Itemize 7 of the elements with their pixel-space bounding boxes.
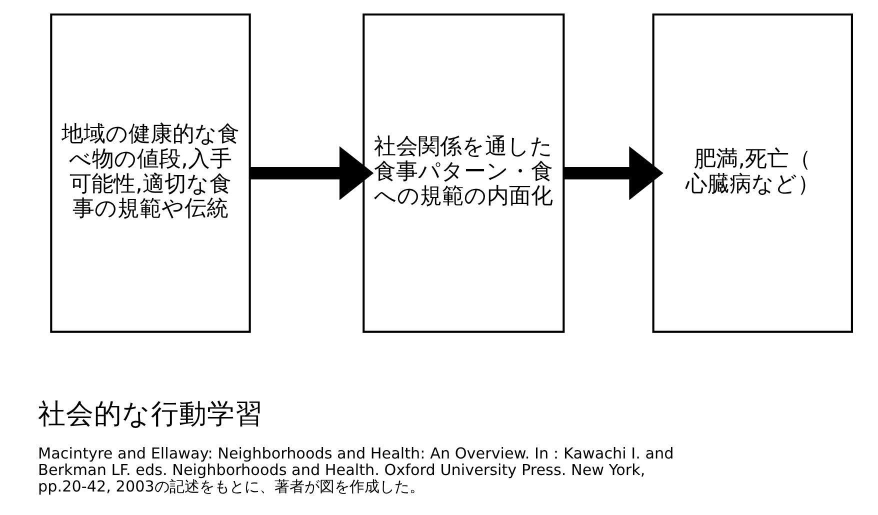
label: 社会的な行動学習 <box>37 396 262 430</box>
arrow <box>563 146 663 200</box>
arrow <box>250 146 374 200</box>
node-box: 地域の健康的な食べ物の値段,入手可能性,適切な食事の規範や伝統 <box>50 12 250 332</box>
caption: Macintyre and Ellaway: Neighborhoods and Health: An Overview. In：Kawachi I. and Berkman LF. eds. Neighborhoods and Health. Oxford University Press. New York, pp.20-42, 2003の記述をもとに、著者が図を作成した。 <box>38 444 674 496</box>
node-box: 肥満,死亡（心臓病など） <box>652 12 852 332</box>
node-box: 社会関係を通した食事パターン・食への規範の内面化 <box>362 12 564 332</box>
